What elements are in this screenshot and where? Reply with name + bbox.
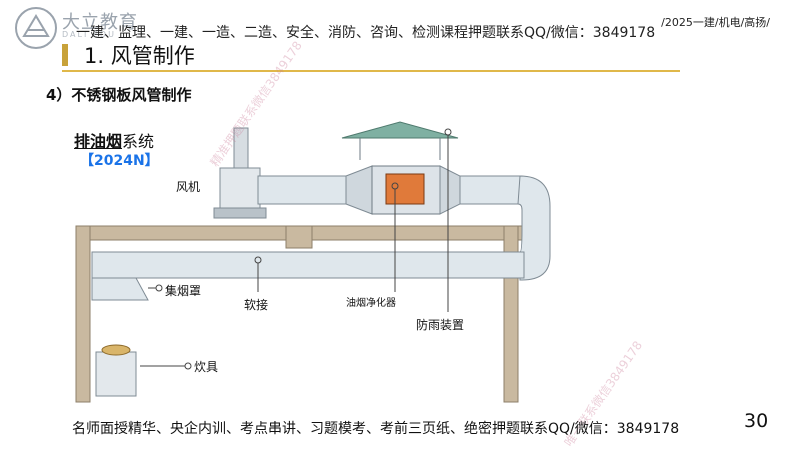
duct-lower (91, 251, 525, 279)
system-title-rest: 系统 (122, 132, 155, 151)
title-underline (62, 70, 680, 72)
subheading: 4）不锈钢板风管制作 (46, 86, 192, 104)
label-flex: 软接 (244, 298, 269, 312)
label-fan: 风机 (176, 180, 201, 194)
course-tag: /2025一建/机电/高扬/ (661, 16, 770, 29)
year-tag: 【2024N】 (80, 153, 159, 169)
page-number: 30 (744, 410, 769, 432)
label-hood: 集烟罩 (165, 284, 202, 298)
label-purifier: 油烟净化器 (346, 298, 396, 309)
top-banner: 一建、监理、一建、一造、二造、安全、消防、咨询、检测课程押题联系QQ/微信：38… (76, 25, 656, 41)
building-structure (75, 225, 533, 403)
label-stove: 炊具 (194, 360, 219, 374)
duct-upper (257, 175, 551, 281)
bottom-banner: 名师面授精华、央企内训、考点串讲、习题模考、考前三页纸、绝密押题联系QQ/微信：… (72, 421, 680, 437)
brand-name: 大立教育 (62, 12, 138, 33)
label-rain: 防雨装置 (416, 318, 465, 332)
purifier-unit (345, 165, 461, 215)
smoke-hood (91, 277, 149, 301)
brand-sub: DALI EDU (62, 30, 116, 39)
stove (95, 344, 137, 397)
fan-unit (213, 127, 267, 219)
system-title: 排油烟系统 (74, 128, 154, 152)
leader-lines (140, 128, 452, 370)
system-title-highlight: 排油烟 (74, 132, 123, 151)
rain-cap (341, 121, 459, 160)
page-title: 1. 风管制作 (84, 44, 195, 68)
title-accent-bar (62, 44, 68, 66)
logo-icon (15, 7, 57, 49)
